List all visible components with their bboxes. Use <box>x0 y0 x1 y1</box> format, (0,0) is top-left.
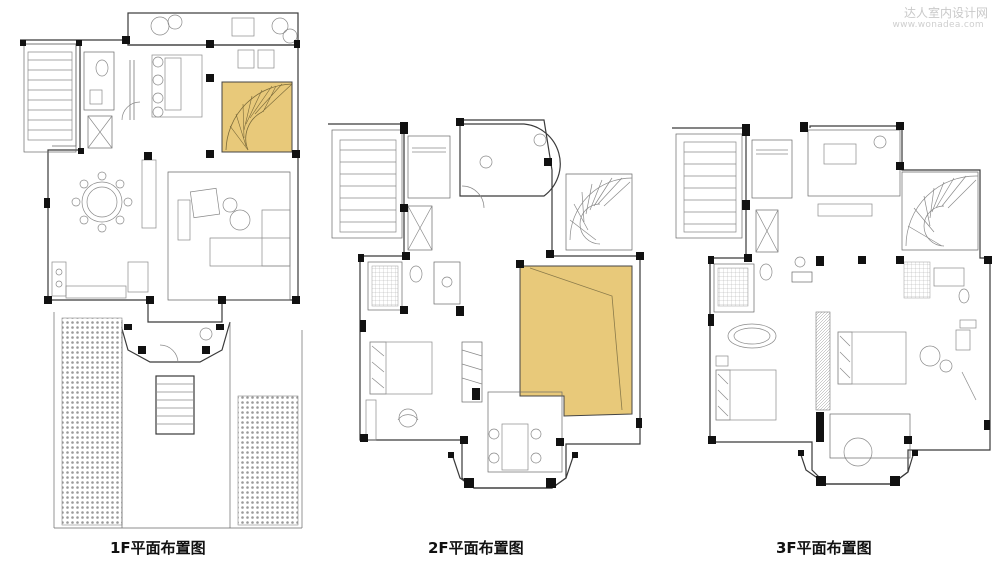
plan-3f <box>672 122 992 486</box>
plan-1f <box>20 12 303 529</box>
dining-1f <box>71 171 133 233</box>
watermark-url: www.wonadea.com <box>892 20 984 30</box>
plan-caption-2f: 2F平面布置图 <box>428 539 524 557</box>
bedroom-3f-left <box>715 355 777 421</box>
plan-caption-1f: 1F平面布置图 <box>110 539 206 557</box>
stair-1f-highlight <box>221 81 293 153</box>
stair-3f-spiral <box>901 171 979 251</box>
plan-2f <box>328 118 644 489</box>
bedroom-3f-right <box>837 261 977 401</box>
stair-2f-left <box>331 129 403 239</box>
void-2f-highlight <box>519 265 633 417</box>
bedroom-2f <box>365 341 433 441</box>
living-1f <box>167 171 291 301</box>
stair-1f-left <box>23 43 77 153</box>
watermark-brand: 达人室内设计网 <box>903 6 988 20</box>
plan-caption-3f: 3F平面布置图 <box>776 539 872 557</box>
stair-3f-left <box>675 133 743 239</box>
stair-2f-spiral <box>565 173 633 251</box>
